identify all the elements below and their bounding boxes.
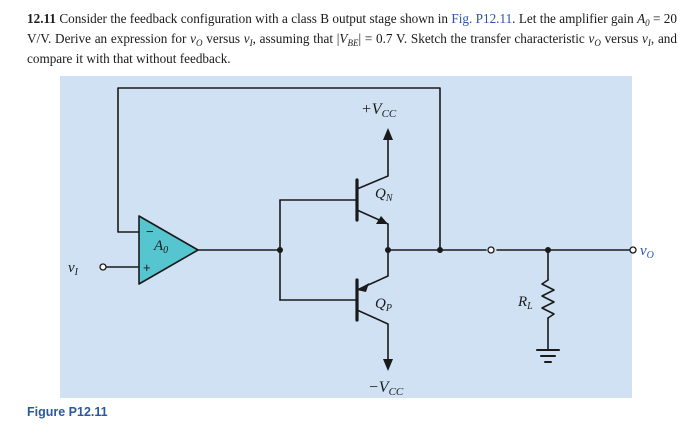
math-subscript: O bbox=[196, 38, 203, 48]
problem-number: 12.11 bbox=[27, 11, 56, 26]
vcc-pos-arrow bbox=[383, 128, 393, 140]
amp-minus-label: − bbox=[146, 224, 154, 239]
math-symbol: A bbox=[637, 11, 646, 26]
amplifier-triangle bbox=[138, 215, 199, 285]
figure-reference-link[interactable]: Fig. P12.11 bbox=[451, 11, 513, 26]
label-main: Q bbox=[375, 296, 386, 312]
label-main: v bbox=[640, 243, 647, 259]
math-symbol: v bbox=[642, 31, 648, 46]
label-subscript: I bbox=[74, 267, 79, 278]
load-resistor bbox=[541, 279, 555, 319]
math-subscript: 0 bbox=[645, 18, 650, 28]
label-main: +V bbox=[361, 101, 384, 118]
math-subscript: O bbox=[594, 38, 601, 48]
problem-text: , and compare it with that without feedb… bbox=[27, 31, 677, 66]
math-symbol: V bbox=[339, 31, 348, 46]
math-subscript: I bbox=[249, 38, 253, 48]
vcc-pos-label: +VCC bbox=[361, 101, 397, 120]
problem-statement: 12.11 Consider the feedback configuratio… bbox=[27, 9, 677, 69]
qn-emitter-wire bbox=[356, 209, 389, 251]
label-subscript: CC bbox=[389, 386, 404, 398]
label-subscript: O bbox=[647, 250, 654, 261]
qp-emitter-arrow bbox=[357, 283, 369, 292]
figure-caption: Figure P12.11 bbox=[27, 405, 108, 419]
math-symbol: v bbox=[588, 31, 595, 46]
junction-dot bbox=[545, 247, 551, 253]
junction-dot bbox=[277, 247, 283, 253]
amp-plus-label: + bbox=[143, 260, 151, 275]
input-terminal bbox=[99, 263, 107, 271]
label-main: v bbox=[68, 260, 75, 276]
qp-emitter-wire bbox=[356, 249, 389, 291]
problem-text: , assuming that | bbox=[252, 31, 340, 46]
problem-text: Consider the feedback configuration with… bbox=[55, 11, 452, 26]
qn-emitter-arrow bbox=[376, 216, 388, 224]
math-symbol: v bbox=[243, 31, 250, 46]
junction-dot bbox=[385, 247, 391, 253]
vo-label: vO bbox=[640, 243, 654, 261]
qn-collector-wire bbox=[356, 137, 389, 190]
label-subscript: N bbox=[385, 193, 394, 204]
qp-label: QP bbox=[375, 296, 392, 314]
math-subscript: I bbox=[647, 38, 651, 48]
label-main: −V bbox=[368, 379, 391, 396]
vi-label: vI bbox=[68, 260, 79, 278]
output-node-terminal bbox=[487, 246, 495, 254]
problem-text: | = 0.7 V. Sketch the transfer character… bbox=[358, 31, 589, 46]
problem-text: = 20 V/V. Derive an expression for bbox=[27, 11, 677, 46]
vcc-neg-label: −VCC bbox=[368, 379, 404, 398]
label-main: A bbox=[153, 238, 164, 254]
qp-collector-wire bbox=[356, 309, 389, 361]
math-symbol: v bbox=[190, 31, 197, 46]
problem-text: versus bbox=[202, 31, 244, 46]
amp-gain-label: A0 bbox=[153, 238, 168, 256]
problem-text: versus bbox=[600, 31, 643, 46]
label-subscript: 0 bbox=[163, 245, 168, 256]
feedback-wire bbox=[117, 87, 441, 251]
junction-dot bbox=[437, 247, 443, 253]
label-subscript: L bbox=[526, 301, 533, 312]
label-main: Q bbox=[375, 186, 386, 202]
label-subscript: P bbox=[385, 303, 392, 314]
qn-label: QN bbox=[375, 186, 394, 204]
rl-label: RL bbox=[517, 294, 533, 312]
output-terminal bbox=[629, 246, 637, 254]
vcc-neg-arrow bbox=[383, 359, 393, 371]
label-subscript: CC bbox=[382, 108, 397, 120]
problem-text: . Let the amplifier gain bbox=[512, 11, 638, 26]
label-main: R bbox=[517, 294, 527, 310]
math-subscript: BE bbox=[347, 38, 359, 48]
